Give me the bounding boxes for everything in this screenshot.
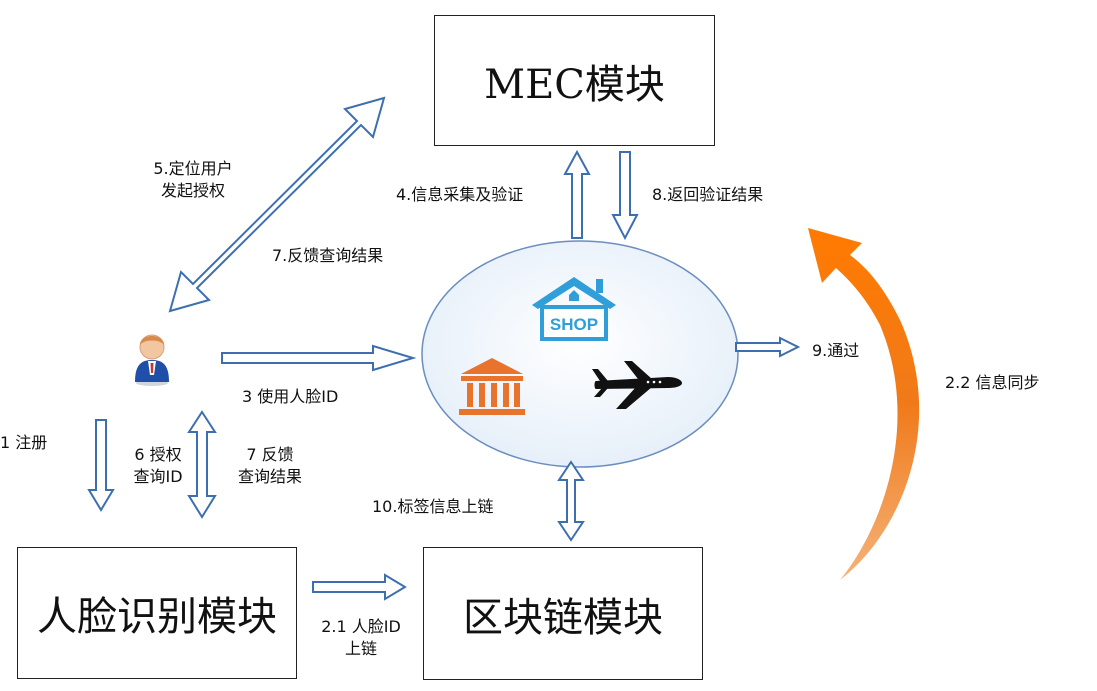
service-ellipse [421, 240, 739, 468]
label-tag-onchain: 10.标签信息上链 [372, 497, 494, 516]
label-feedback-query: 7.反馈查询结果 [272, 246, 384, 265]
face-recognition-module-box: 人脸识别模块 [17, 547, 297, 679]
mec-module-box: MEC模块 [434, 15, 715, 146]
shop-sign: SHOP [550, 315, 598, 334]
arrow-register-down [87, 419, 115, 512]
arrow-return-down [611, 151, 639, 241]
mec-module-label: MEC模块 [484, 61, 665, 108]
double-arrow-user-mec [168, 96, 386, 313]
label-return-result: 8.返回验证结果 [652, 185, 764, 204]
face-module-label: 人脸识别模块 [37, 594, 277, 640]
blockchain-module-box: 区块链模块 [423, 547, 703, 680]
bank-icon [459, 358, 525, 415]
arrow-pass [735, 336, 801, 358]
label-authorize-query: 6 授权 查询ID [133, 445, 183, 486]
label-info-sync: 2.2 信息同步 [945, 373, 1040, 392]
arrow-collect-up [563, 149, 591, 239]
shop-icon: SHOP [532, 277, 616, 341]
arrow-face-onchain [312, 573, 407, 601]
arrow-use-face-id [221, 344, 417, 372]
label-collect-verify: 4.信息采集及验证 [396, 185, 524, 204]
label-use-face-id: 3 使用人脸ID [242, 387, 339, 406]
double-arrow-tag-onchain [557, 460, 585, 542]
double-arrow-authorize [187, 410, 217, 519]
user-avatar-icon [135, 334, 169, 386]
label-feedback-result: 7 反馈 查询结果 [237, 445, 302, 486]
airplane-icon [592, 361, 682, 409]
label-locate-authorize: 5.定位用户 发起授权 [153, 159, 233, 200]
sync-curved-arrow [808, 228, 920, 580]
label-face-id-onchain: 2.1 人脸ID 上链 [321, 617, 401, 658]
label-pass: 9.通过 [812, 341, 860, 360]
chain-module-label: 区块链模块 [463, 594, 663, 641]
label-register: 1 注册 [0, 433, 48, 452]
